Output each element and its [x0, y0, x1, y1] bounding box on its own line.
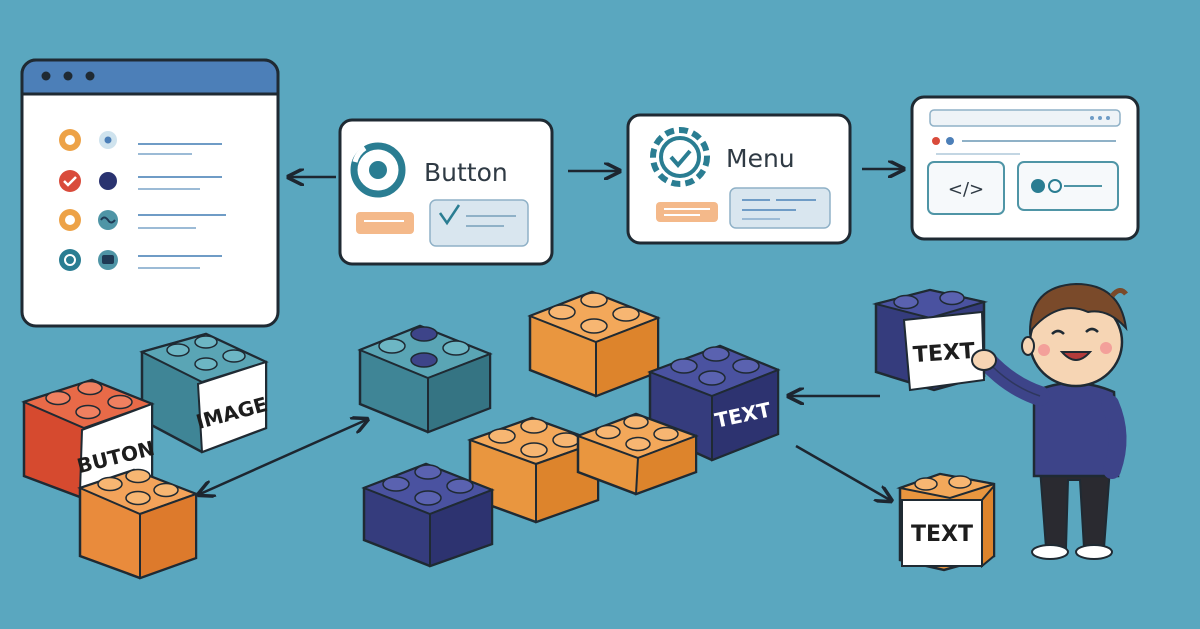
dot-icon [99, 172, 117, 190]
orange-brick-top [527, 290, 661, 398]
held-navy-brick: TEXT [872, 288, 997, 392]
small-brick-label: TEXT [911, 522, 973, 547]
code-brackets-icon: </> [948, 179, 984, 200]
list-item [59, 209, 226, 231]
navy-brick-bottom [361, 462, 495, 568]
teal-brick-center [357, 324, 493, 434]
window-dots [41, 71, 95, 81]
orange-brick-left [77, 468, 199, 580]
target-icon [350, 142, 406, 198]
check-icon [438, 204, 461, 226]
toggle-icon [1031, 179, 1045, 193]
input-preview [429, 199, 529, 247]
small-orange-brick: TEXT [896, 472, 996, 572]
list-item [59, 129, 222, 155]
left-shoe [1031, 544, 1069, 560]
code-panel [927, 161, 1005, 215]
held-brick-label: TEXT [912, 339, 976, 368]
hand [971, 349, 997, 371]
right-shoe [1075, 544, 1113, 560]
hair [1028, 282, 1128, 336]
address-bar [929, 109, 1121, 127]
gear-check-icon [650, 127, 710, 187]
double-arrow [200, 420, 366, 494]
check-icon [59, 170, 81, 192]
orange-brick-right [575, 412, 699, 496]
menu-preview [729, 187, 831, 229]
list-item [59, 249, 222, 271]
list-item [59, 170, 222, 192]
browser-card: </> [910, 95, 1140, 241]
app-window [20, 58, 280, 328]
orange-placeholder [656, 202, 718, 222]
arrow-to-small-brick [795, 444, 890, 500]
menu-card: Menu [626, 113, 852, 245]
gear-icon [59, 249, 81, 271]
menu-card-label: Menu [726, 144, 795, 173]
teal-brick: IMAGE [139, 332, 270, 454]
red-brick: BUTON [21, 378, 157, 502]
button-card: Button [338, 118, 554, 266]
child-character [976, 282, 1128, 560]
orange-placeholder [356, 212, 414, 234]
flow-arrows [200, 169, 902, 500]
smile [1059, 351, 1093, 361]
button-card-label: Button [424, 158, 508, 187]
